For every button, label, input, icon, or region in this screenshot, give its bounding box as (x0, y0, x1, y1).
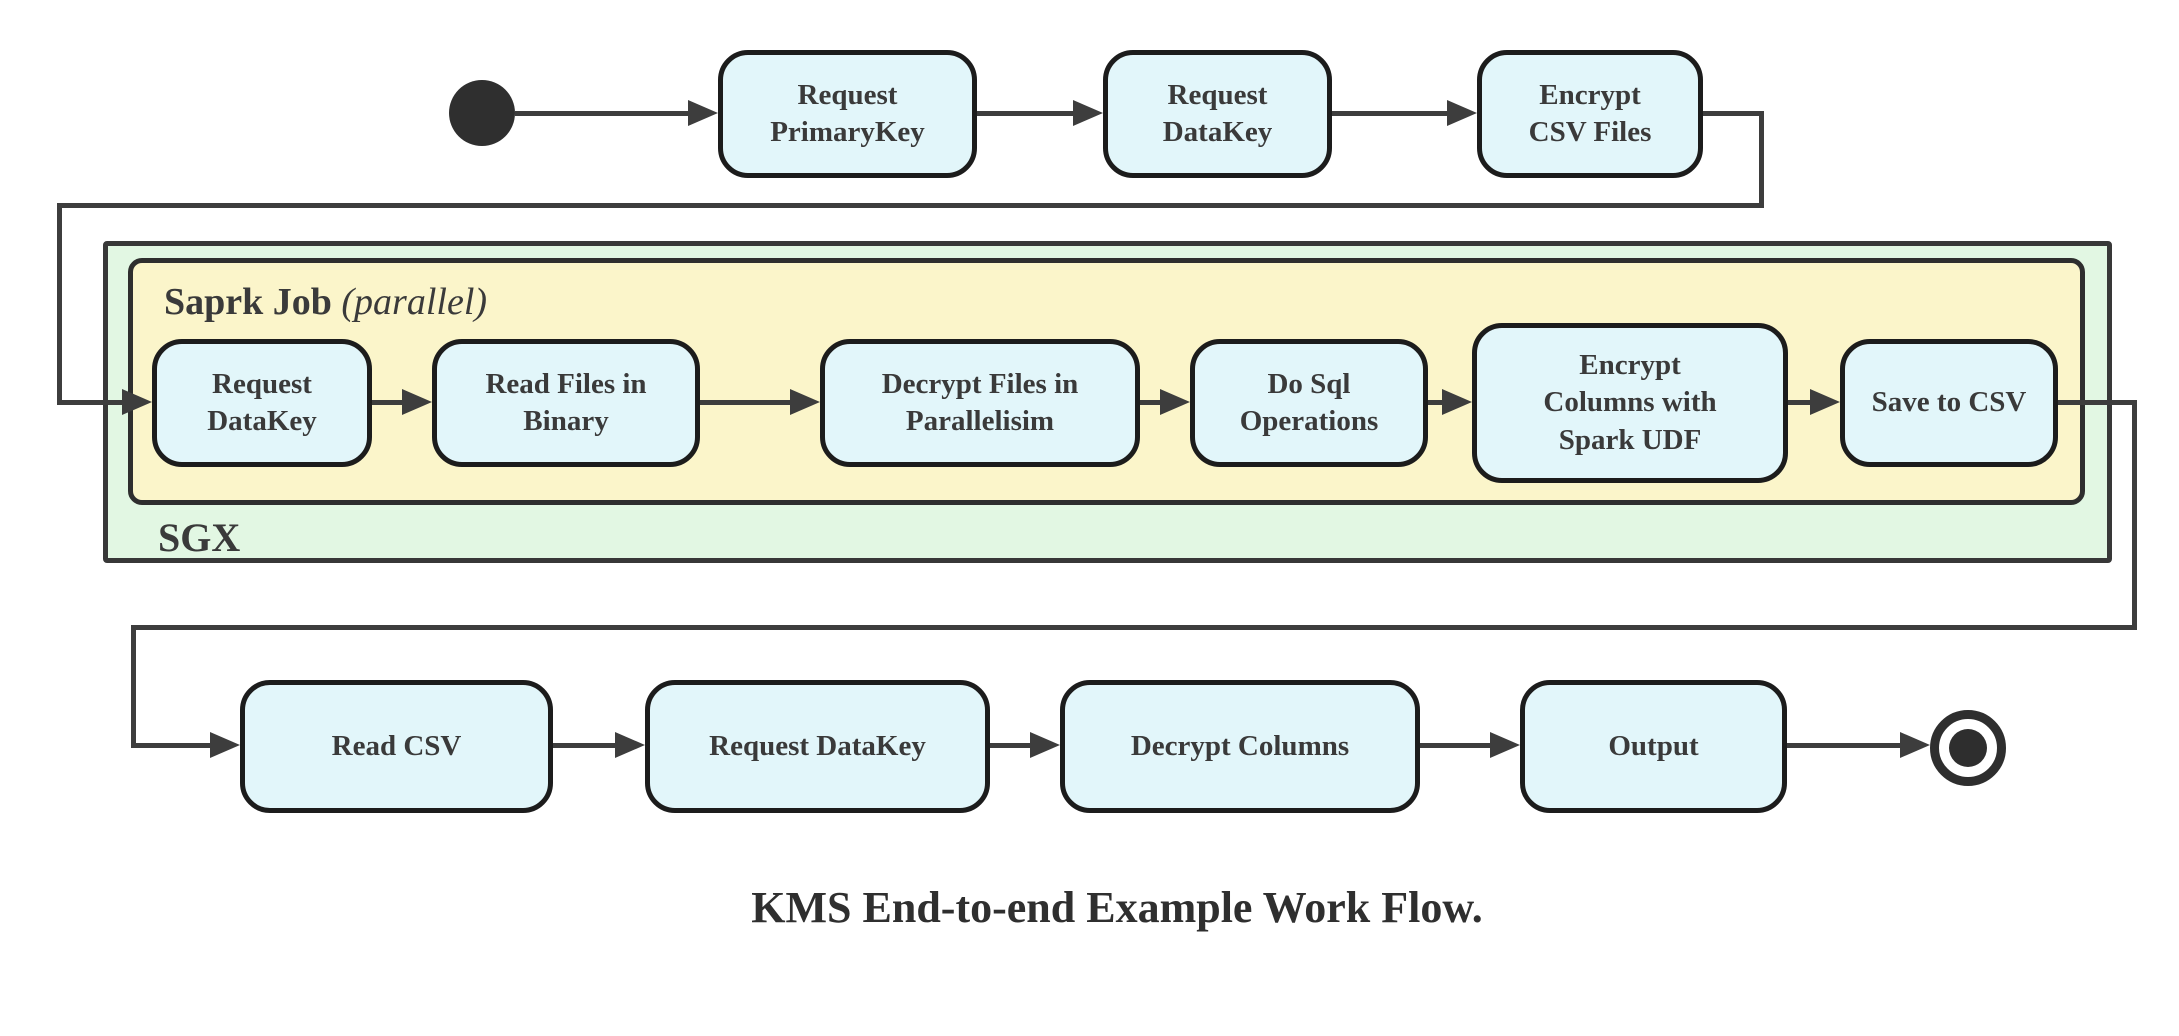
node-decrypt-files-in-parallelisim: Decrypt Files in Parallelisim (820, 339, 1140, 467)
node-label: Request DataKey (709, 729, 926, 762)
arrowhead-icon (688, 100, 718, 126)
arrowhead-icon (1447, 100, 1477, 126)
node-label: Columns with (1543, 386, 1717, 419)
connector-line (2058, 400, 2132, 405)
arrowhead-icon (1160, 389, 1190, 415)
connector-line (1759, 111, 1764, 208)
arrowhead-icon (1073, 100, 1103, 126)
arrowhead-icon (790, 389, 820, 415)
connector-line (57, 400, 126, 405)
sgx-label: SGX (158, 515, 241, 560)
node-label: DataKey (1162, 116, 1273, 148)
arrowhead-icon (1490, 732, 1520, 758)
node-label: Decrypt Columns (1130, 729, 1350, 762)
node-label: Encrypt (1579, 349, 1681, 382)
arrowhead-icon (1442, 389, 1472, 415)
node-label: Output (1608, 729, 1699, 762)
node-label: Do Sql (1267, 367, 1351, 400)
node-request-primarykey: Request PrimaryKey (718, 50, 977, 178)
node-label: DataKey (207, 405, 317, 437)
arrowhead-icon (1030, 732, 1060, 758)
node-label: Save to CSV (1871, 386, 2027, 419)
arrowhead-icon (402, 389, 432, 415)
spark-job-label: Saprk Job (parallel) (164, 280, 487, 324)
connector-line (131, 625, 2137, 630)
spark-job-label-qualifier: (parallel) (331, 281, 488, 323)
node-output: Output (1520, 680, 1787, 813)
node-label: CSV Files (1528, 116, 1652, 148)
connector-line (57, 203, 62, 404)
arrowhead-icon (1810, 389, 1840, 415)
node-encrypt-columns-with-spark-udf: Encrypt Columns with Spark UDF (1472, 323, 1788, 483)
diagram-caption: KMS End-to-end Example Work Flow. (751, 883, 1483, 932)
connector-line (57, 203, 1764, 208)
node-save-to-csv: Save to CSV (1840, 339, 2058, 467)
connector-line (1332, 111, 1451, 116)
connector-line (1428, 400, 1446, 405)
arrowhead-icon (615, 732, 645, 758)
connector-line (515, 111, 692, 116)
connector-line (990, 743, 1034, 748)
end-node-inner-dot-icon (1949, 729, 1987, 767)
node-label: Read CSV (331, 729, 462, 762)
node-decrypt-columns: Decrypt Columns (1060, 680, 1420, 813)
connector-line (1703, 111, 1764, 116)
connector-line (1788, 400, 1814, 405)
connector-line (1420, 743, 1494, 748)
node-label: Encrypt (1539, 78, 1641, 111)
arrowhead-icon (210, 732, 240, 758)
node-label: Read Files in (485, 367, 647, 400)
node-request-datakey-client: Request DataKey (645, 680, 990, 813)
connector-line (131, 743, 214, 748)
connector-line (700, 400, 794, 405)
connector-line (372, 400, 406, 405)
spark-job-label-name: Saprk Job (164, 281, 332, 323)
node-label: Decrypt Files in (881, 367, 1079, 400)
node-label: Request (1167, 78, 1268, 111)
node-request-datakey-top: Request DataKey (1103, 50, 1332, 178)
node-label: Request (212, 367, 312, 400)
connector-line (1140, 400, 1164, 405)
connector-line (553, 743, 619, 748)
arrowhead-icon (122, 389, 152, 415)
node-label: Request (797, 78, 898, 111)
connector-line (977, 111, 1077, 116)
node-label: Parallelisim (905, 405, 1055, 437)
node-read-csv: Read CSV (240, 680, 553, 813)
node-request-datakey-sgx: Request DataKey (152, 339, 372, 467)
connector-line (131, 625, 136, 746)
start-node-icon (449, 80, 515, 146)
node-read-files-in-binary: Read Files in Binary (432, 339, 700, 467)
node-label: PrimaryKey (770, 116, 925, 148)
node-label: Spark UDF (1558, 423, 1702, 456)
node-label: Binary (523, 405, 609, 437)
node-encrypt-csv-files: Encrypt CSV Files (1477, 50, 1703, 178)
connector-line (1787, 743, 1904, 748)
node-do-sql-operations: Do Sql Operations (1190, 339, 1428, 467)
node-label: Operations (1239, 405, 1379, 437)
arrowhead-icon (1900, 732, 1930, 758)
connector-line (2132, 400, 2137, 628)
